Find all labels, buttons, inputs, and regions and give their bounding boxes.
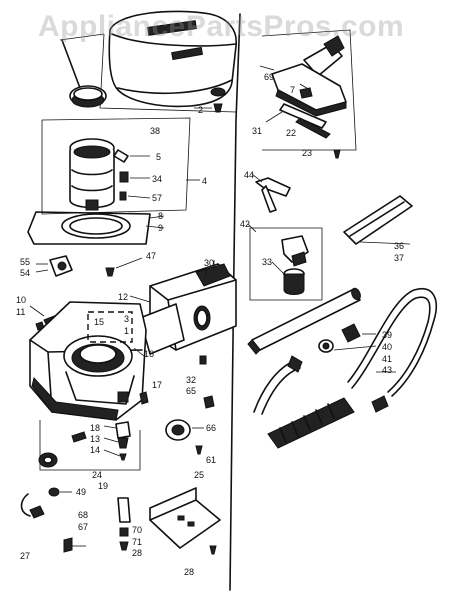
base-plate	[149, 487, 221, 549]
label-13: 13	[90, 434, 100, 444]
label-5: 5	[156, 152, 161, 162]
label-49: 49	[76, 487, 86, 497]
label-18: 18	[90, 423, 100, 433]
screw-28-bottom	[209, 545, 217, 555]
flexible-hose	[253, 287, 438, 415]
part-number-labels: 2 38 5 34 4 57 8 9 47 55 54 30 12 10 11 …	[16, 72, 404, 577]
dusting-brush-group	[249, 227, 323, 301]
coupling-39-40	[318, 323, 377, 353]
power-cord-plug	[20, 487, 72, 519]
label-54: 54	[20, 268, 30, 278]
floor-brush-group	[261, 29, 357, 159]
label-12: 12	[118, 292, 128, 302]
label-47: 47	[146, 251, 156, 261]
crevice-tool-36-37	[343, 195, 413, 245]
label-67: 67	[78, 522, 88, 532]
label-30: 30	[204, 258, 214, 268]
label-55: 55	[20, 257, 30, 267]
canister-body	[29, 301, 147, 421]
label-31: 31	[252, 126, 262, 136]
caster-wheel	[38, 431, 87, 468]
label-42: 42	[240, 219, 250, 229]
label-71: 71	[132, 537, 142, 547]
label-4: 4	[202, 176, 207, 186]
extension-wand	[247, 287, 361, 355]
label-65: 65	[186, 386, 196, 396]
label-28-upper: 28	[132, 548, 142, 558]
label-7: 7	[290, 85, 295, 95]
label-61: 61	[206, 455, 216, 465]
switch-box-15-3-1	[87, 311, 133, 343]
label-1: 1	[124, 326, 129, 336]
label-41: 41	[382, 354, 392, 364]
label-34: 34	[152, 174, 162, 184]
label-23: 23	[302, 148, 312, 158]
watermark-text: AppliancePartsPros.com	[38, 10, 405, 43]
label-66: 66	[206, 423, 216, 433]
motor-group-frame	[59, 33, 237, 113]
label-32: 32	[186, 375, 196, 385]
motor-assembly-box	[41, 117, 200, 215]
label-39: 39	[382, 330, 392, 340]
gasket-rings	[27, 211, 165, 245]
label-33: 33	[262, 257, 272, 267]
label-2: 2	[198, 105, 203, 115]
label-44: 44	[244, 170, 254, 180]
label-14: 14	[90, 445, 100, 455]
label-11: 11	[16, 307, 25, 317]
hose-handle-41-43	[267, 371, 396, 449]
label-16: 16	[144, 349, 154, 359]
latch-55-54	[35, 255, 73, 277]
divider-line	[229, 13, 241, 591]
label-28-lower: 28	[184, 567, 194, 577]
upholstery-tool-44	[255, 177, 291, 213]
cord-reel-knob	[165, 419, 204, 441]
screw-47	[105, 257, 143, 277]
canister-top-housing	[108, 10, 237, 108]
label-25: 25	[194, 470, 204, 480]
leader-lines	[29, 65, 311, 457]
label-70: 70	[132, 525, 142, 535]
label-22: 22	[286, 128, 296, 138]
screw-68-67	[63, 537, 86, 553]
label-15: 15	[94, 317, 104, 327]
label-10: 10	[16, 295, 26, 305]
label-68: 68	[78, 510, 88, 520]
label-8: 8	[158, 211, 163, 221]
bag-frame	[139, 303, 185, 355]
label-19: 19	[98, 481, 108, 491]
label-3: 3	[124, 314, 129, 324]
part-17	[139, 391, 149, 405]
label-17: 17	[152, 380, 162, 390]
label-57: 57	[152, 193, 162, 203]
label-24: 24	[92, 470, 102, 480]
clip-32-65	[199, 355, 215, 409]
screw-61	[195, 445, 203, 455]
label-37: 37	[394, 253, 404, 263]
parts-70-71-28	[117, 497, 131, 551]
label-43: 43	[382, 365, 392, 375]
screw-2	[194, 103, 223, 113]
switch-18-13-14	[39, 420, 141, 471]
label-36: 36	[394, 241, 404, 251]
label-9: 9	[158, 223, 163, 233]
label-38: 38	[150, 126, 160, 136]
motor-filter	[61, 39, 107, 108]
label-27: 27	[20, 551, 30, 561]
label-69: 69	[264, 72, 274, 82]
label-40: 40	[382, 342, 392, 352]
